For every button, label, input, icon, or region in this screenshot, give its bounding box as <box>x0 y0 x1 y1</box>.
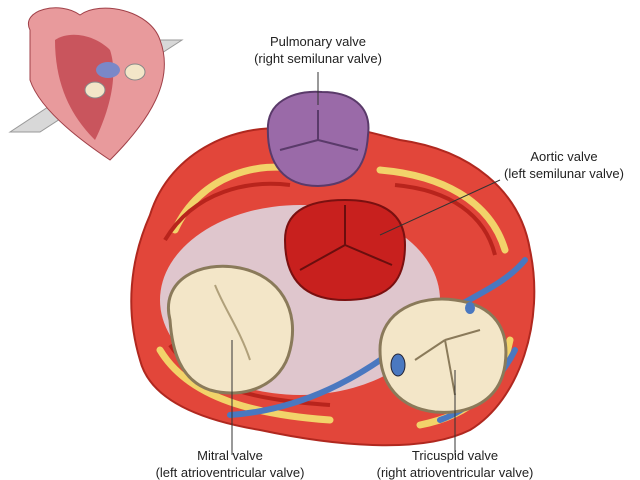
label-aortic-valve: Aortic valve (left semilunar valve) <box>488 148 640 182</box>
label-alt: (left atrioventricular valve) <box>155 465 305 480</box>
label-name: Mitral valve <box>197 448 263 463</box>
label-mitral-valve: Mitral valve (left atrioventricular valv… <box>130 447 330 480</box>
label-name: Pulmonary valve <box>269 34 367 49</box>
tricuspid-valve <box>378 297 508 414</box>
label-alt: (right atrioventricular valve) <box>376 465 534 480</box>
label-tricuspid-valve: Tricuspid valve (right atrioventricular … <box>355 447 555 480</box>
leader-lines <box>231 72 501 455</box>
pulmonary-valve <box>266 90 370 188</box>
mitral-valve <box>167 264 295 395</box>
inset-heart-icon <box>8 7 184 161</box>
label-name: Aortic valve <box>530 149 598 164</box>
aortic-valve <box>283 198 407 302</box>
label-name: Tricuspid valve <box>411 448 499 463</box>
label-alt: (left semilunar valve) <box>504 166 624 181</box>
label-alt: (right semilunar valve) <box>254 51 382 66</box>
label-pulmonary-valve: Pulmonary valve (right semilunar valve) <box>228 33 408 67</box>
fat-deposits <box>156 163 514 429</box>
